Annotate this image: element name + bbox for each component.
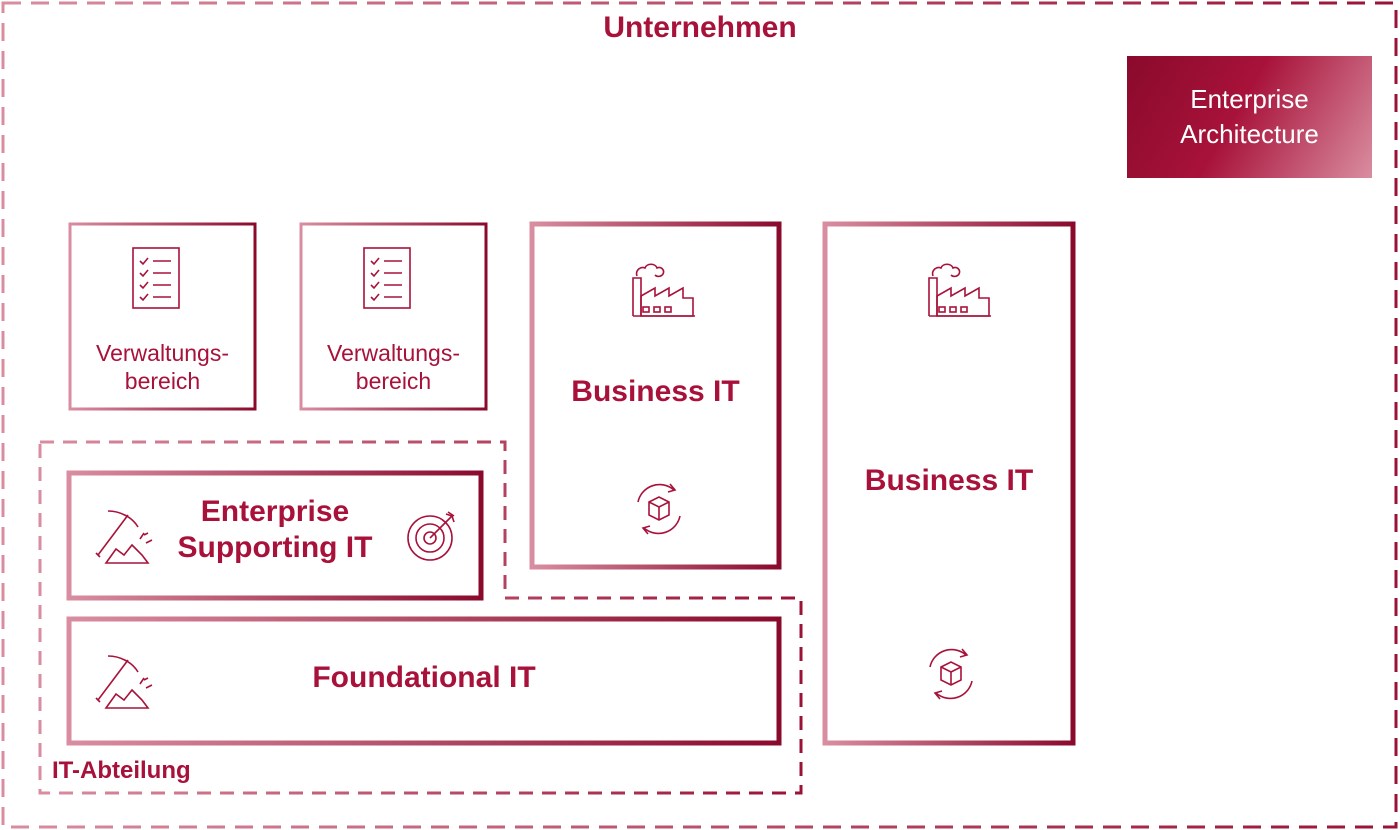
target-icon bbox=[407, 511, 455, 561]
cycle-box-icon bbox=[929, 648, 973, 700]
factory-icon bbox=[632, 263, 695, 317]
pickaxe-icon bbox=[95, 510, 153, 564]
foundational-it-box bbox=[66, 616, 782, 746]
admin-area-label-2-line1: Verwaltungs- bbox=[327, 340, 460, 366]
company-label: Unternehmen bbox=[603, 11, 797, 44]
checklist-icon bbox=[132, 247, 180, 309]
admin-area-label-1: Verwaltungs- bereich bbox=[70, 340, 255, 395]
factory-icon bbox=[928, 263, 991, 317]
it-department-label: IT-Abteilung bbox=[52, 757, 191, 784]
admin-area-box-1 bbox=[68, 222, 257, 411]
cycle-box-icon bbox=[637, 483, 681, 535]
pickaxe-icon bbox=[95, 655, 153, 709]
admin-area-label-2: Verwaltungs- bereich bbox=[301, 340, 486, 395]
checklist-icon bbox=[363, 247, 411, 309]
enterprise-supporting-it-line1: Enterprise bbox=[200, 495, 350, 528]
enterprise-architecture-label-line2: Architecture bbox=[1180, 119, 1319, 149]
business-it-label-2: Business IT bbox=[864, 464, 1034, 497]
business-it-box-1 bbox=[529, 221, 782, 570]
enterprise-architecture-label-line1: Enterprise bbox=[1190, 83, 1309, 114]
enterprise-supporting-it-line2: Supporting IT bbox=[177, 531, 373, 564]
it-department-frame bbox=[38, 440, 803, 795]
enterprise-supporting-it-label: Enterprise Supporting IT bbox=[160, 494, 390, 566]
admin-area-label-2-line2: bereich bbox=[355, 367, 432, 394]
admin-area-label-1-line2: bereich bbox=[124, 367, 201, 394]
admin-area-label-1-line1: Verwaltungs- bbox=[96, 340, 229, 366]
enterprise-supporting-it-box bbox=[66, 470, 484, 601]
business-it-box-2 bbox=[822, 221, 1076, 746]
admin-area-box-2 bbox=[299, 222, 488, 411]
foundational-it-label: Foundational IT bbox=[312, 661, 536, 694]
business-it-label-1: Business IT bbox=[571, 375, 740, 408]
enterprise-architecture-box: Enterprise Architecture bbox=[1127, 56, 1372, 178]
